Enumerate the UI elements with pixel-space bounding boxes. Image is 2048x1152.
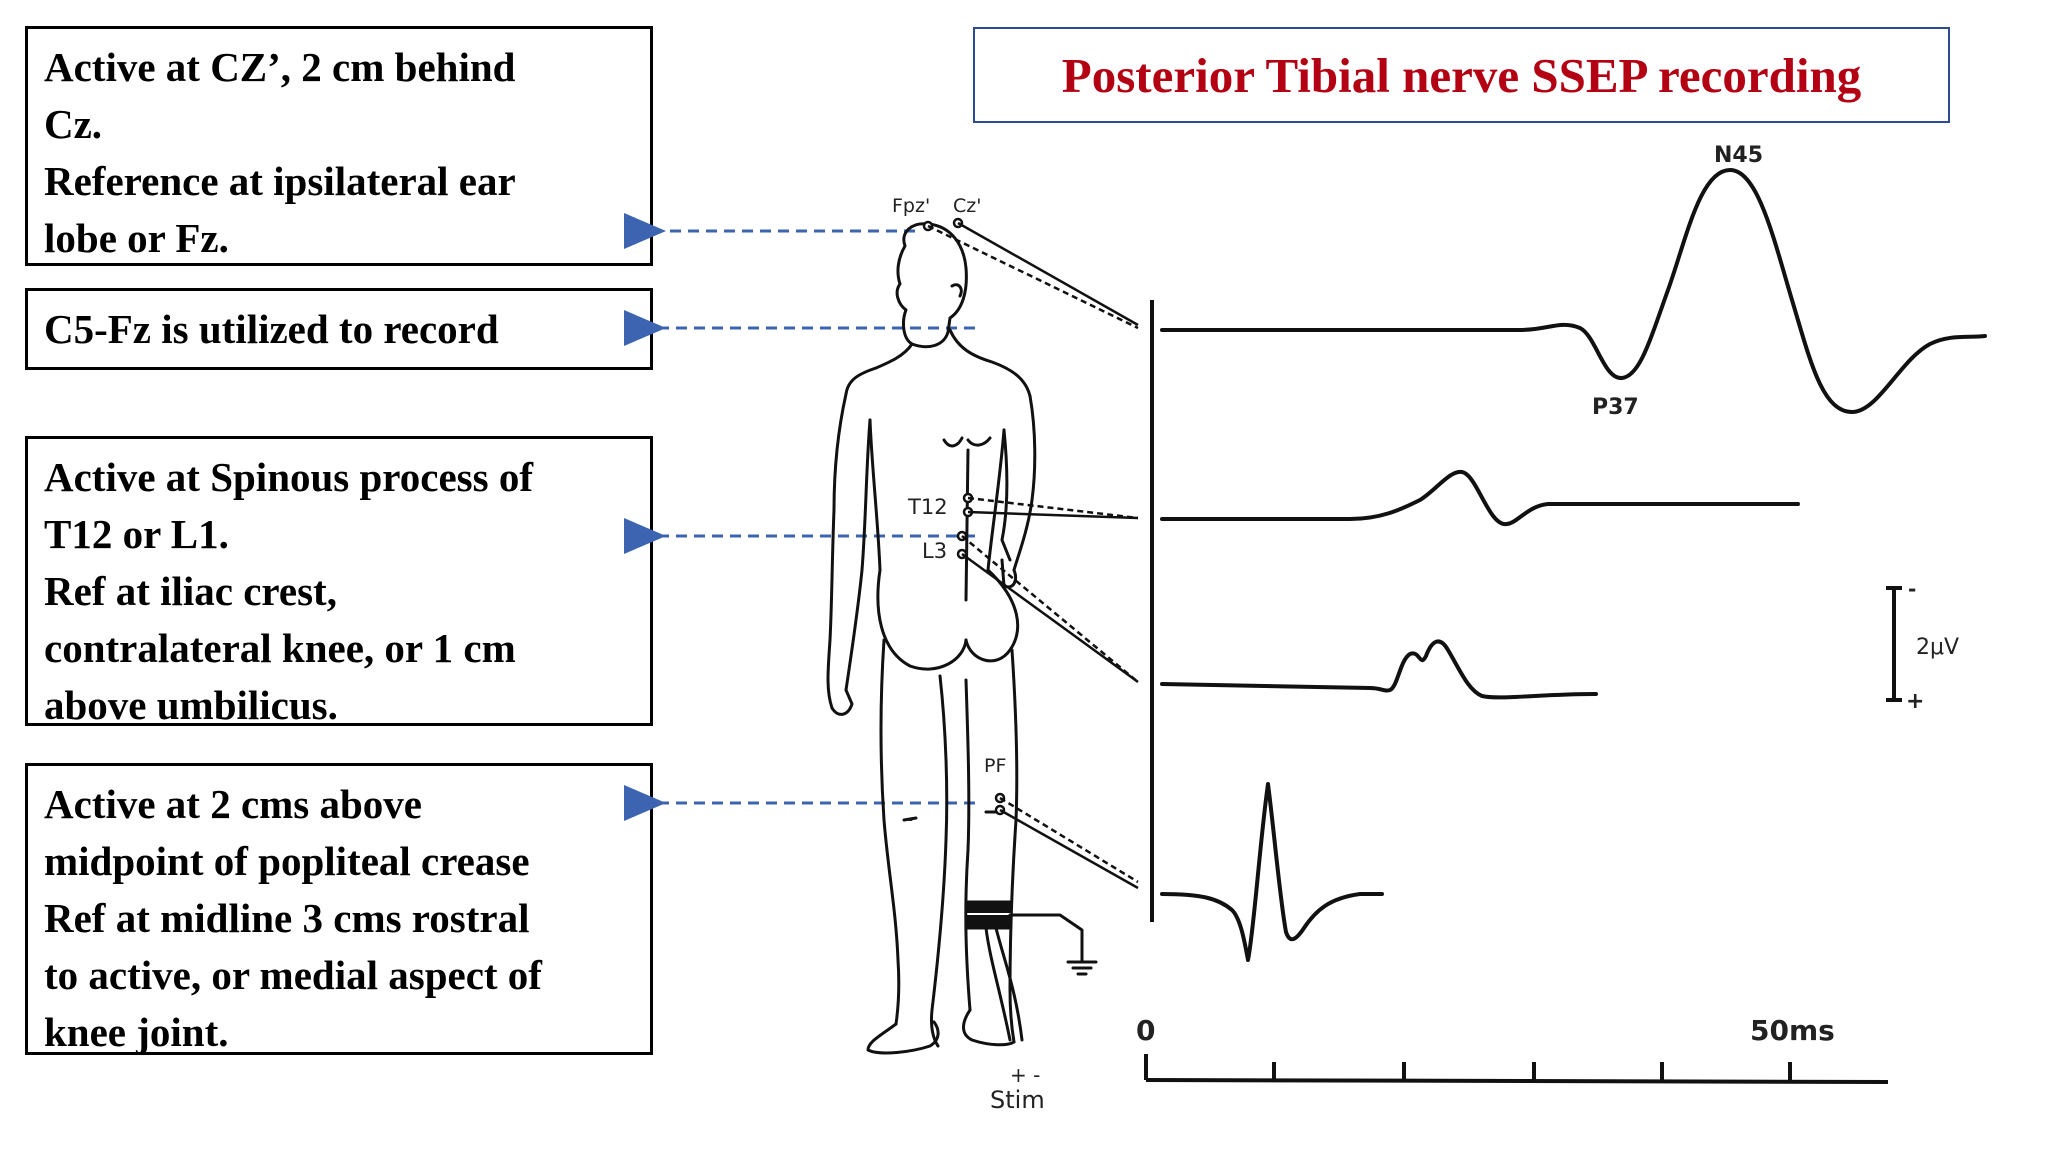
- note-line: above umbilicus.: [44, 682, 338, 728]
- note-box-lumbar: Active at Spinous process of T12 or L1. …: [25, 436, 653, 728]
- label-fpz: Fpz': [892, 195, 930, 217]
- note-line: Active at 2 cms above: [44, 781, 423, 827]
- note-line: contralateral knee, or 1 cm: [44, 625, 516, 671]
- note-box-cortical: Active at CZ’, 2 cm behind Cz. Reference…: [25, 26, 653, 266]
- note-line: Active at Spinous process of: [44, 454, 533, 500]
- diagram-title: Posterior Tibial nerve SSEP recording: [973, 27, 1950, 123]
- label-cz: Cz': [953, 195, 981, 217]
- note-box-cervical: C5-Fz is utilized to record: [25, 288, 653, 370]
- note-line: knee joint.: [44, 1009, 229, 1055]
- note-box-popliteal: Active at 2 cms above midpoint of poplit…: [25, 763, 653, 1055]
- note-line: T12 or L1.: [44, 511, 229, 557]
- trace-popliteal: [1160, 782, 1384, 962]
- amplitude-label: 2μV: [1916, 635, 1959, 660]
- note-line: midpoint of popliteal crease: [44, 838, 530, 884]
- trace-cortical: [1160, 168, 1987, 414]
- label-stim: Stim: [990, 1086, 1045, 1114]
- amplitude-plus: +: [1906, 689, 1924, 714]
- trace-lumbar: [1160, 469, 1800, 527]
- time-axis: [1145, 1078, 1889, 1084]
- note-line: Reference at ipsilateral ear: [44, 158, 516, 204]
- label-l3: L3: [922, 539, 947, 563]
- note-line: Ref at iliac crest,: [44, 568, 337, 614]
- amplitude-minus: -: [1908, 577, 1916, 601]
- label-n45: N45: [1714, 143, 1763, 168]
- label-p37: P37: [1592, 395, 1639, 420]
- note-line: Active at CZ’, 2 cm behind: [44, 44, 516, 90]
- note-line: Ref at midline 3 cms rostral: [44, 895, 530, 941]
- note-line: to active, or medial aspect of: [44, 952, 542, 998]
- trace-l3: [1160, 639, 1598, 700]
- label-minus: -: [906, 807, 913, 831]
- human-figure: [826, 222, 1098, 1055]
- label-stim-polarity: + -: [1010, 1063, 1040, 1087]
- note-line: Cz.: [44, 101, 103, 147]
- time-end-label: 50ms: [1750, 1014, 1835, 1047]
- note-line: C5-Fz is utilized to record: [44, 306, 499, 352]
- time-start-label: 0: [1136, 1014, 1155, 1047]
- label-pf: PF: [984, 755, 1006, 777]
- note-line: lobe or Fz.: [44, 215, 229, 261]
- label-t12: T12: [907, 495, 948, 519]
